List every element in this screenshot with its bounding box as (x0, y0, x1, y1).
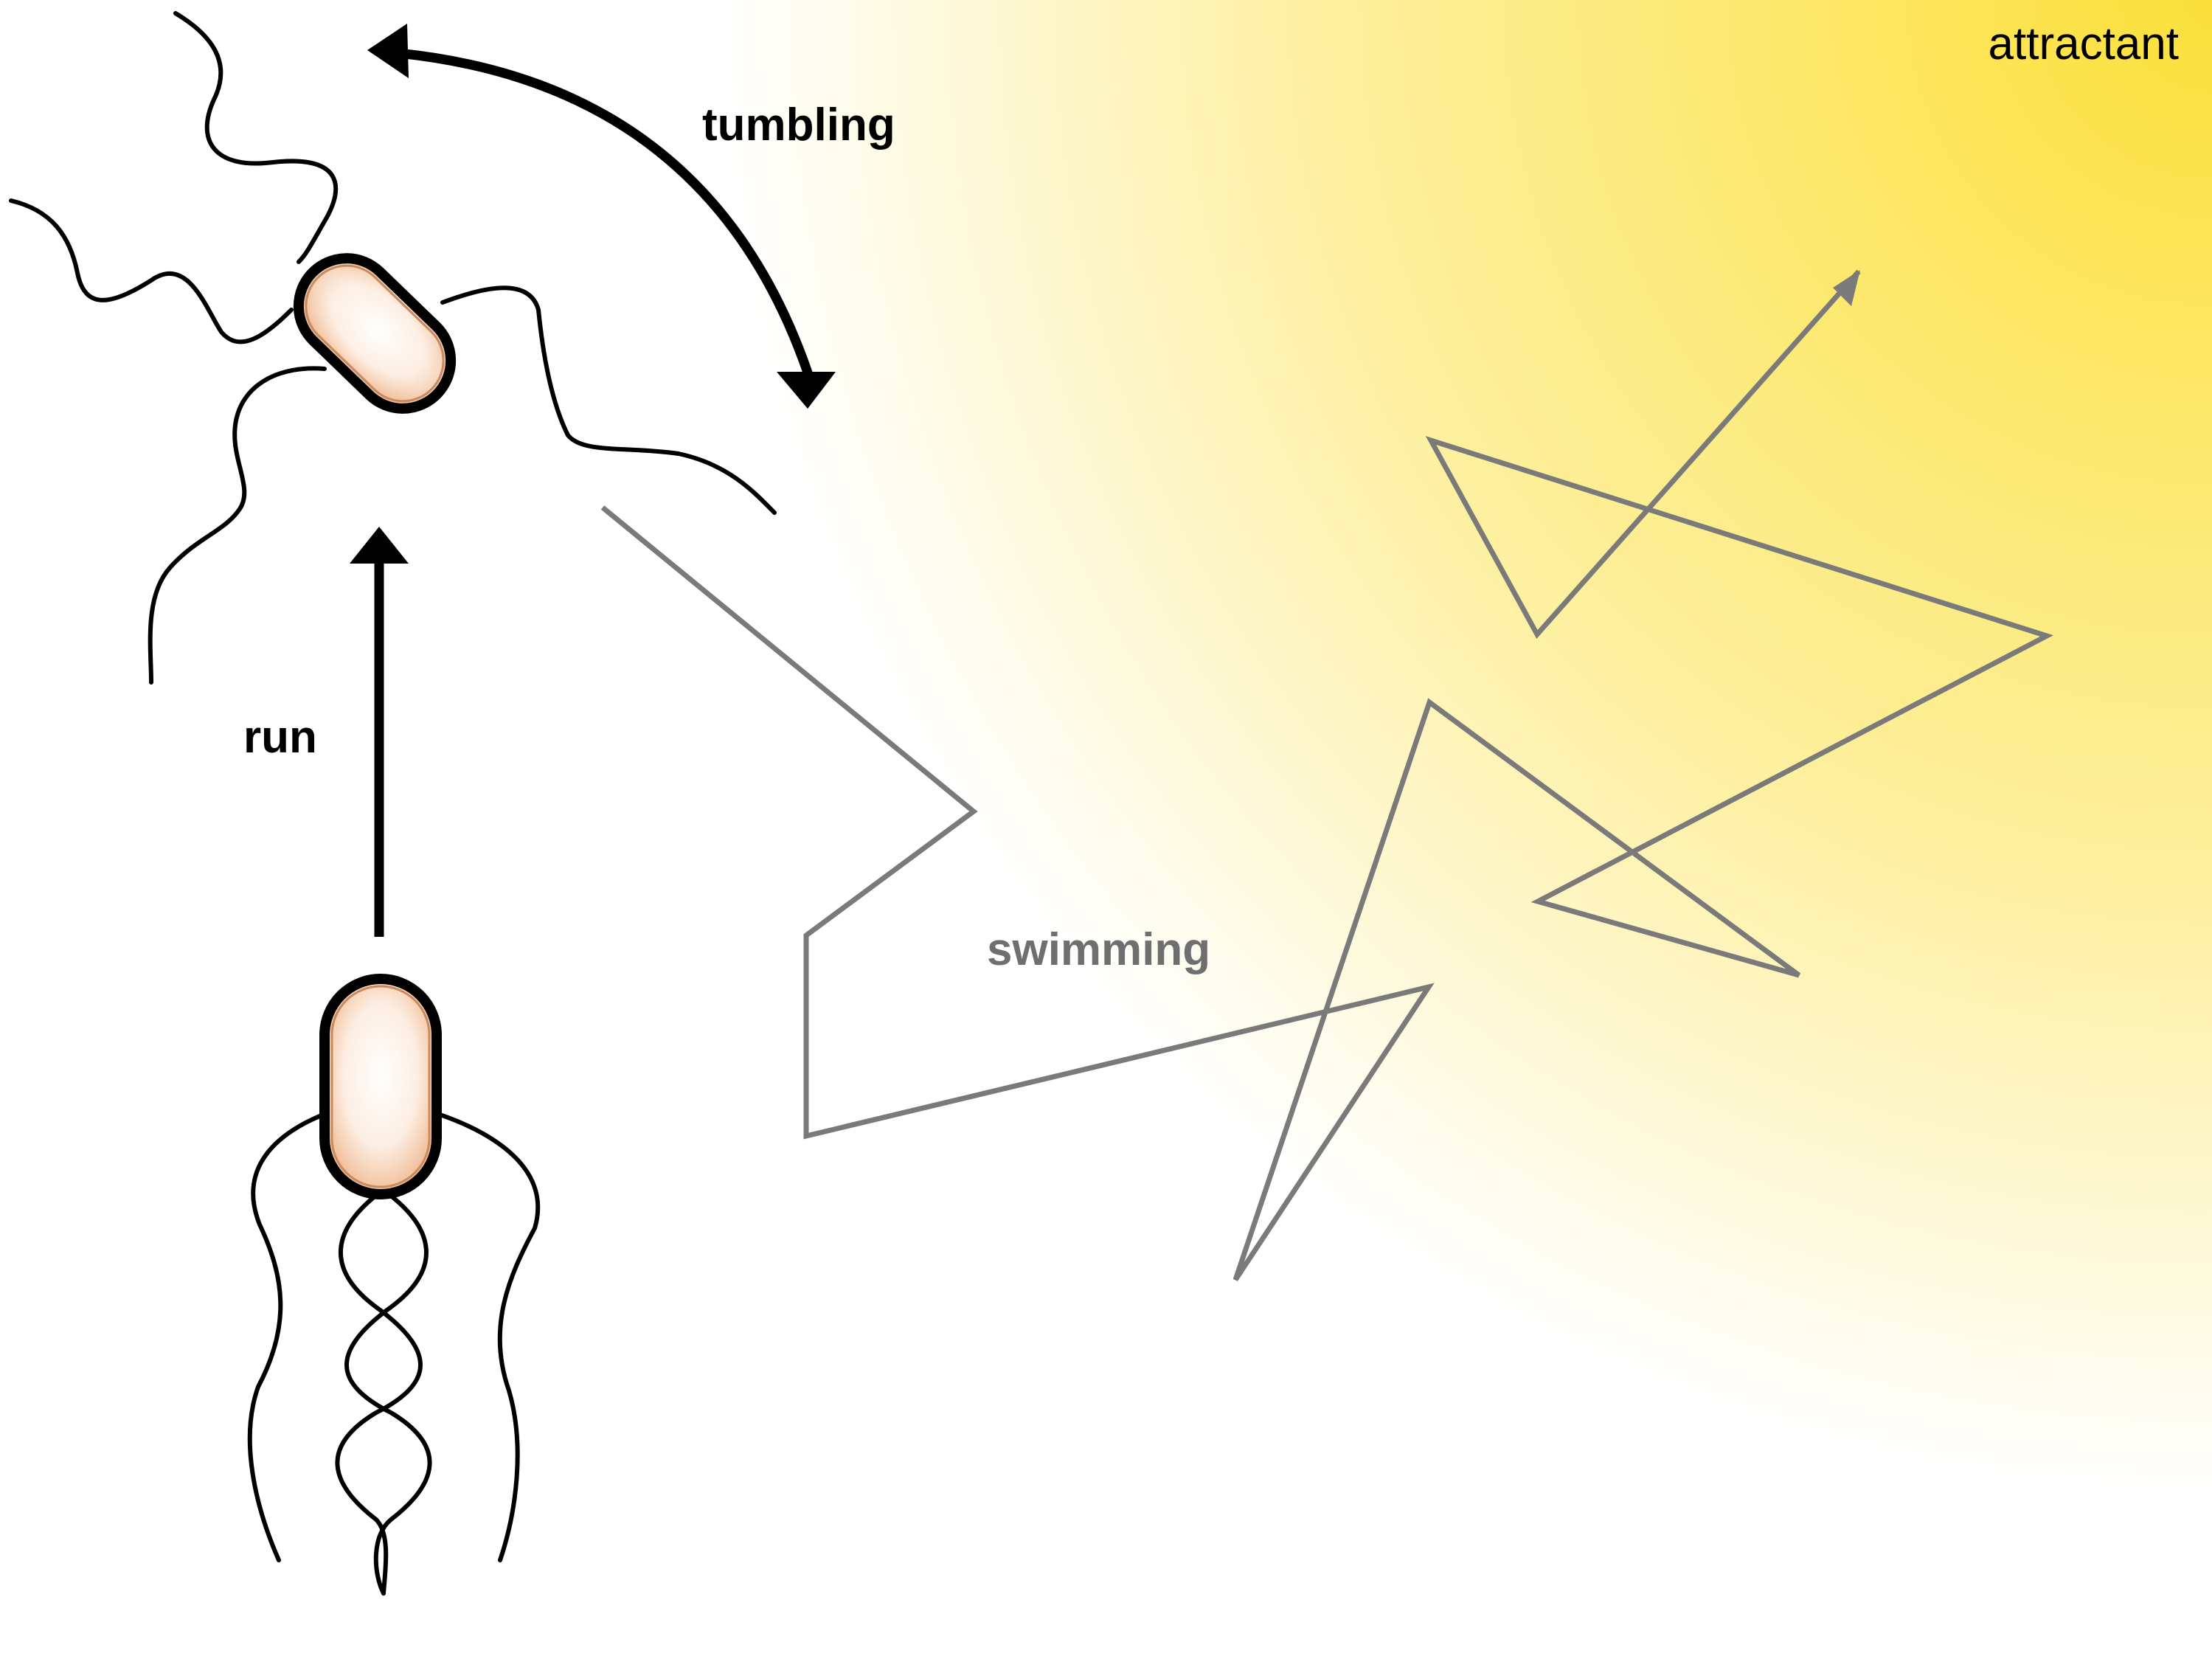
running-cell-body (319, 974, 442, 1199)
running-bacterium (247, 1108, 541, 1596)
trajectory-arrowhead (1833, 270, 1860, 306)
flagellum-inner-a (335, 1189, 423, 1596)
flagellum (148, 366, 327, 685)
tumbling-label: tumbling (702, 100, 895, 150)
flagellum-outer-left (247, 1108, 338, 1562)
tumbling-arrowhead-left (367, 24, 409, 78)
flagellum-inner-b (344, 1189, 432, 1596)
run-label: run (243, 712, 317, 763)
tumbling-bacterium (9, 11, 777, 685)
swimming-label: swimming (987, 924, 1210, 975)
flagellum (9, 198, 294, 344)
swimming-trajectory (600, 269, 2054, 1281)
flagellum-outer-right (424, 1108, 541, 1562)
tumbling-arrow-curve (393, 48, 813, 378)
flagellum (173, 11, 339, 264)
flagellum (440, 285, 777, 515)
run-arrowhead (350, 527, 409, 564)
tumbling-cell-body (293, 253, 457, 414)
tumbling-arrowhead-right (777, 372, 836, 409)
attractant-label: attractant (1989, 18, 2179, 69)
